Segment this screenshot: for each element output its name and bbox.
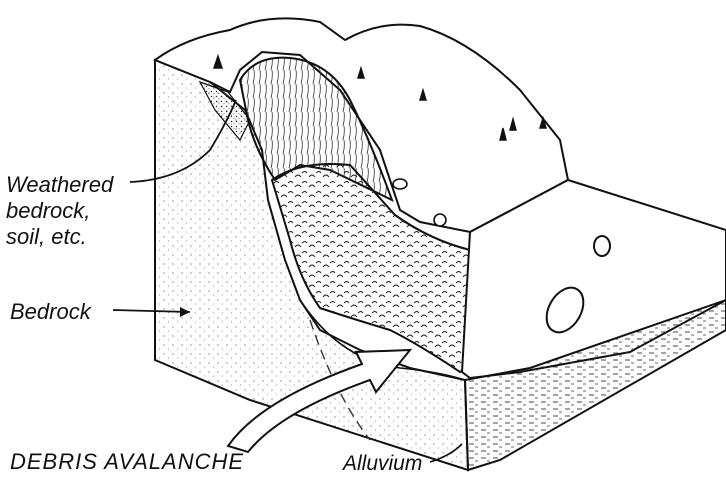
alluvium-label: Alluvium	[343, 450, 422, 477]
weathered-line-1: Weathered	[6, 172, 113, 198]
boulder	[594, 236, 610, 256]
weathered-line-2: bedrock,	[6, 198, 113, 224]
boulder	[393, 179, 407, 189]
bedrock-label: Bedrock	[10, 298, 91, 325]
weathered-bedrock-label: Weathered bedrock, soil, etc.	[6, 172, 113, 250]
weathered-line-3: soil, etc.	[6, 224, 113, 250]
debris-avalanche-label: DEBRIS AVALANCHE	[10, 448, 244, 475]
boulder	[434, 214, 446, 226]
